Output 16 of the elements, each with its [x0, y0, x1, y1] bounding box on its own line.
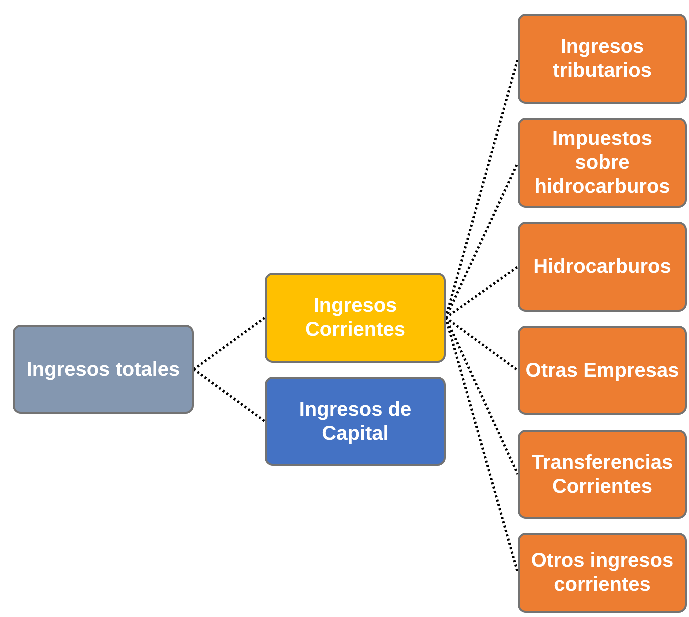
category-box: Ingresos de Capital [265, 377, 446, 466]
root-box: Ingresos totales [13, 325, 194, 414]
subcategory-box: Impuestos sobre hidrocarburos [518, 118, 687, 208]
category-box: Ingresos Corrientes [265, 273, 446, 363]
subcategory-box: Otras Empresas [518, 326, 687, 415]
dotted-connector [444, 162, 520, 319]
dotted-connector [445, 266, 519, 320]
dotted-connector [444, 317, 520, 476]
dotted-connector [193, 316, 266, 371]
subcategory-box: Otros ingresos corrientes [518, 533, 687, 613]
dotted-connector [193, 368, 266, 422]
subcategory-box: Ingresos tributarios [518, 14, 687, 104]
dotted-connector [445, 316, 519, 372]
dotted-connector [444, 318, 520, 574]
subcategory-box: Hidrocarburos [518, 222, 687, 312]
subcategory-box: Transferencias Corrientes [518, 430, 687, 519]
